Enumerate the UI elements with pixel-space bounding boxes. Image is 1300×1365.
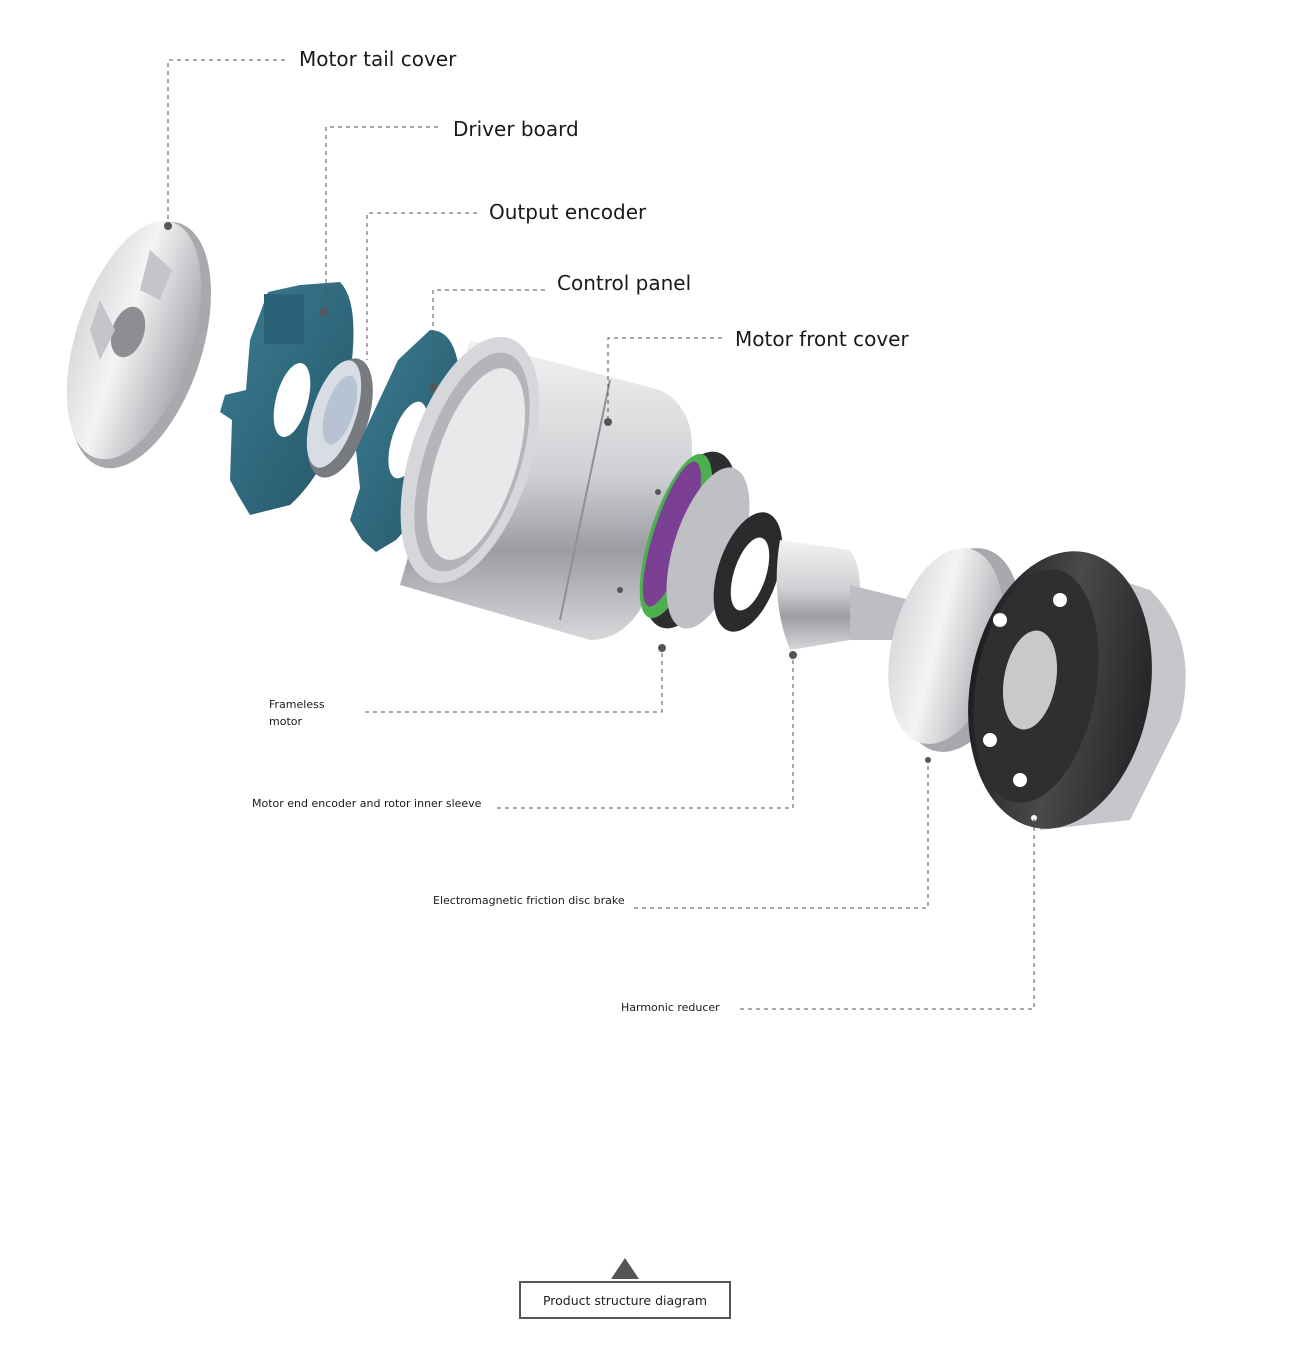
label-motor-tail-cover: Motor tail cover <box>299 47 457 71</box>
label-brake: Electromagnetic friction disc brake <box>433 894 625 907</box>
leader-driver-board <box>325 126 438 312</box>
caption-triangle-icon <box>609 1258 641 1282</box>
label-output-encoder: Output encoder <box>489 200 647 224</box>
motor-end-encoder-part <box>713 512 910 659</box>
leader-brake <box>634 760 929 909</box>
leader-output-encoder <box>366 212 477 360</box>
leader-harmonic-reducer <box>740 818 1035 1010</box>
harmonic-reducer-part <box>968 551 1186 830</box>
leader-motor-tail-cover <box>167 59 285 226</box>
motor-front-cover-part <box>400 336 692 640</box>
leader-control-panel <box>432 289 545 388</box>
motor-tail-cover-part <box>66 220 212 469</box>
label-driver-board: Driver board <box>453 117 579 141</box>
leader-lines <box>167 59 1035 1010</box>
label-motor-end-encoder: Motor end encoder and rotor inner sleeve <box>252 797 482 810</box>
label-control-panel: Control panel <box>557 271 692 295</box>
caption-box: Product structure diagram <box>519 1281 731 1319</box>
caption-text: Product structure diagram <box>542 1292 708 1308</box>
control-panel-part <box>350 330 461 552</box>
label-harmonic-reducer: Harmonic reducer <box>621 1001 720 1014</box>
output-encoder-part <box>306 358 373 478</box>
label-motor-front-cover: Motor front cover <box>735 327 909 351</box>
leader-motor-end-encoder <box>497 655 794 809</box>
label-frameless-motor: Frameless motor <box>269 698 325 728</box>
leader-motor-front-cover <box>607 337 722 422</box>
frameless-motor-part <box>639 451 750 652</box>
leader-frameless-motor <box>365 648 663 713</box>
